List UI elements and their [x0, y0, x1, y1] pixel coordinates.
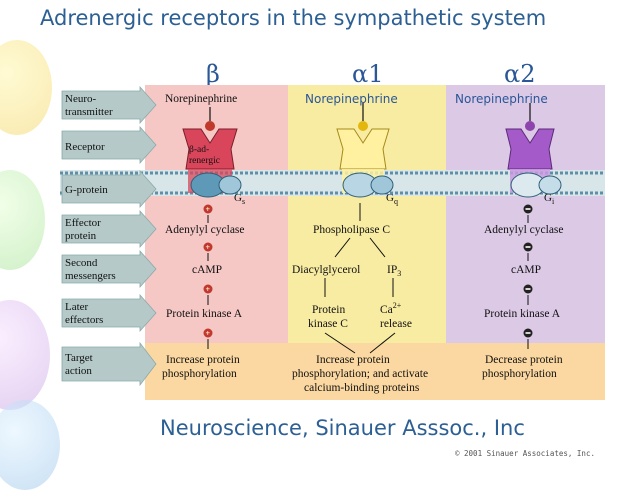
- source-citation: Neuroscience, Sinauer Asssoc., Inc: [160, 416, 525, 440]
- alpha1-symbol: α1: [352, 60, 384, 88]
- alpha2-later: Protein kinase A: [484, 308, 561, 320]
- svg-text:+: +: [206, 243, 211, 252]
- row-arrow-second: [61, 249, 157, 289]
- target-action-band: [145, 343, 605, 400]
- svg-text:+: +: [206, 329, 211, 338]
- alpha2-transmitter-label: Norepinephrine: [455, 92, 548, 106]
- beta-second: cAMP: [192, 264, 222, 276]
- alpha1-second-dag: Diacylglycerol: [292, 264, 360, 276]
- receptor-pathway-diagram: Neuro-transmitter Receptor G-protein Eff…: [60, 85, 605, 400]
- alpha2-symbol: α2: [504, 60, 536, 88]
- beta-later: Protein kinase A: [166, 308, 243, 320]
- row-label-transmitter: Neuro-transmitter: [65, 93, 113, 118]
- copyright-notice: © 2001 Sinauer Associates, Inc.: [455, 449, 595, 458]
- alpha2-receptor: [505, 128, 555, 170]
- balloon-decoration-low: [0, 300, 50, 410]
- alpha2-column-bg: [446, 85, 605, 343]
- alpha1-later-ca: Ca2+release: [380, 301, 412, 330]
- alpha2-gprotein-label: Gi: [544, 192, 555, 206]
- row-label-receptor: Receptor: [65, 141, 105, 153]
- balloon-decoration-top: [0, 40, 52, 135]
- row-arrow-effector: [61, 209, 157, 249]
- balloon-decoration-mid: [0, 170, 45, 270]
- row-arrow-receptor: [61, 125, 157, 165]
- beta-effector: Adenylyl cyclase: [165, 224, 245, 236]
- row-arrow-later: [61, 293, 157, 333]
- beta-transmitter-label: Norepinephrine: [165, 93, 237, 105]
- beta-column-bg: [145, 85, 288, 343]
- alpha1-receptor: [336, 128, 390, 170]
- alpha1-gprotein-label: Gq: [386, 192, 398, 206]
- svg-text:+: +: [206, 285, 211, 294]
- slide-title: Adrenergic receptors in the sympathetic …: [40, 6, 547, 30]
- alpha2-second: cAMP: [511, 264, 541, 276]
- beta-gprotein-label: Gs: [234, 192, 245, 206]
- beta-symbol: β: [206, 60, 220, 88]
- alpha1-effector: Phospholipase C: [313, 224, 390, 236]
- row-arrow-target: [61, 341, 157, 387]
- row-label-gprotein: G-protein: [65, 184, 108, 196]
- alpha2-effector: Adenylyl cyclase: [484, 224, 564, 236]
- alpha1-transmitter-label: Norepinephrine: [305, 92, 398, 106]
- row-arrow-gprotein: [61, 169, 157, 209]
- beta-receptor: [182, 128, 238, 170]
- beta-receptor-label: β-ad-renergic: [189, 145, 220, 166]
- row-arrow-transmitter: [61, 85, 157, 125]
- svg-text:+: +: [206, 205, 211, 214]
- balloon-decoration-bottom: [0, 400, 60, 490]
